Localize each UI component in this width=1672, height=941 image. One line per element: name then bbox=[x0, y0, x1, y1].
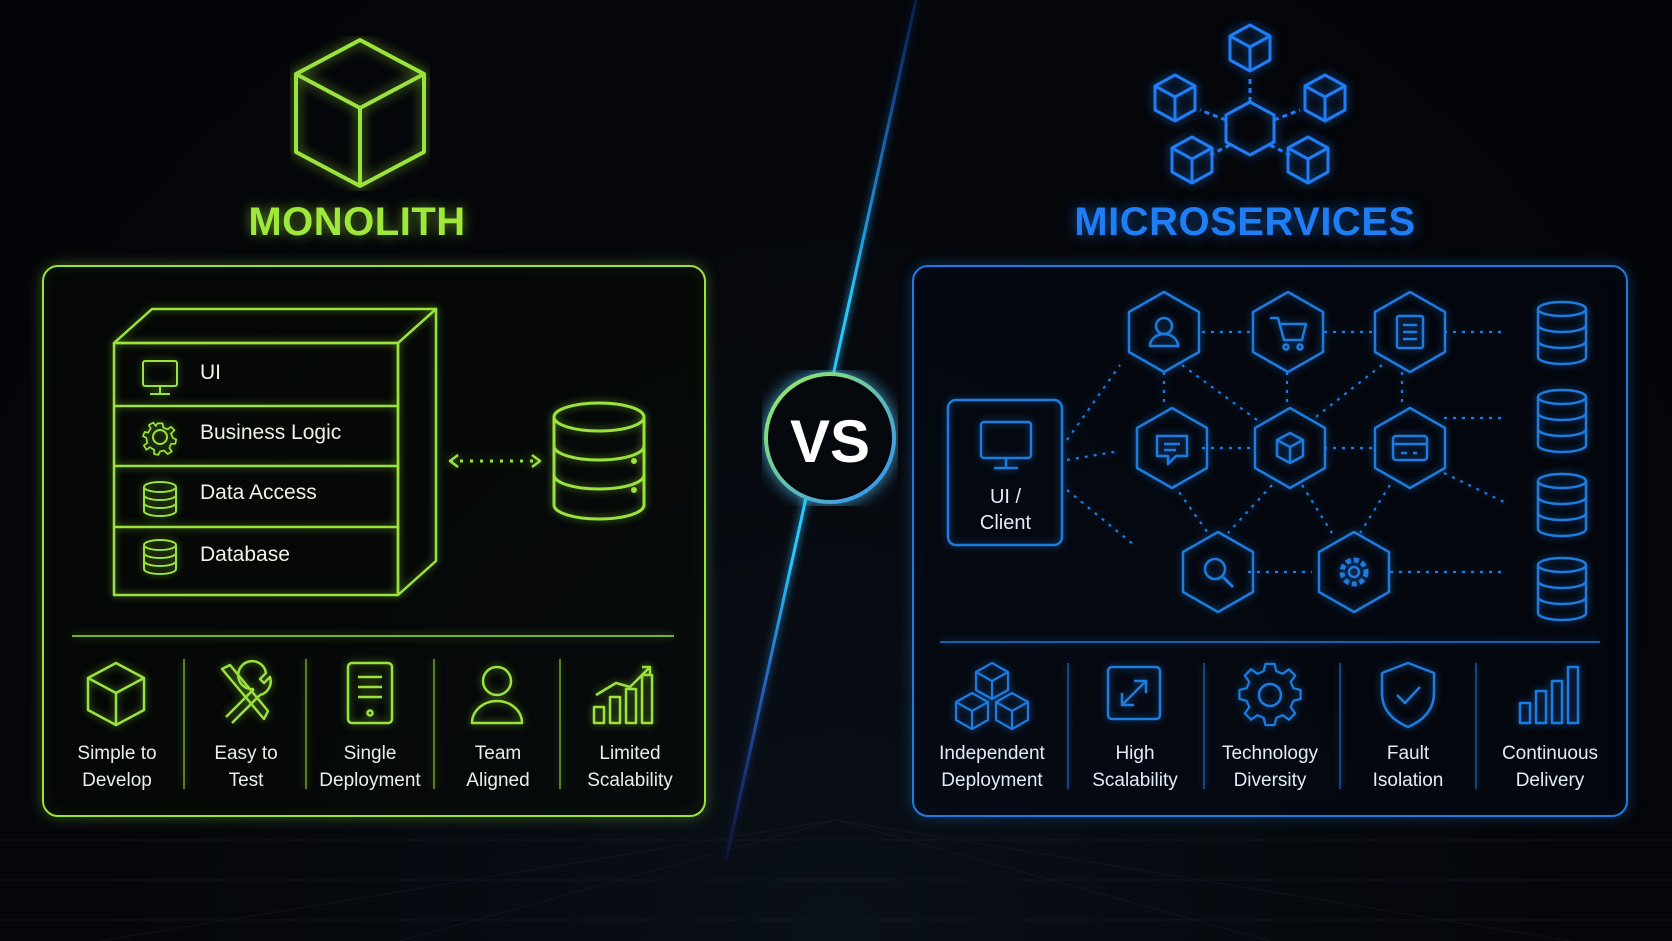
database-icon bbox=[143, 481, 177, 517]
monitor-icon bbox=[142, 360, 178, 395]
shield-check-icon bbox=[1380, 661, 1436, 729]
search-service-node bbox=[1181, 530, 1255, 614]
database-icon bbox=[1536, 556, 1588, 622]
user-service-node bbox=[1127, 290, 1201, 374]
layer-database: Database bbox=[200, 543, 290, 566]
cart-icon bbox=[1270, 316, 1308, 351]
cube-icon bbox=[1275, 431, 1305, 465]
monitor-icon bbox=[979, 420, 1033, 470]
microservices-diagram bbox=[940, 290, 1600, 789]
layer-ui: UI bbox=[200, 361, 221, 384]
cart-service-node bbox=[1251, 290, 1325, 374]
chat-service-node bbox=[1135, 406, 1209, 490]
gear-icon bbox=[1339, 557, 1369, 587]
order-service-node bbox=[1373, 290, 1447, 374]
user-icon bbox=[1148, 316, 1180, 348]
database-icon bbox=[143, 539, 177, 575]
product-service-node bbox=[1253, 406, 1327, 490]
block-side-face bbox=[396, 307, 438, 597]
gear-icon bbox=[142, 421, 178, 456]
monolith-diagram bbox=[72, 307, 674, 789]
tools-icon bbox=[220, 659, 272, 724]
large-database-icon bbox=[552, 401, 646, 521]
bar-chart-icon bbox=[592, 665, 654, 725]
cube-icon bbox=[86, 661, 146, 727]
monolith-cube-icon bbox=[294, 38, 426, 188]
card-icon bbox=[1391, 434, 1429, 462]
database-icon bbox=[1536, 300, 1588, 366]
block-front-face bbox=[112, 341, 400, 597]
search-icon bbox=[1203, 557, 1235, 589]
person-icon bbox=[470, 665, 524, 725]
service-connections bbox=[1066, 330, 1505, 574]
expand-icon bbox=[1106, 665, 1162, 721]
monolith-title: MONOLITH bbox=[248, 200, 466, 244]
document-icon bbox=[346, 661, 394, 725]
client-label: UI /Client bbox=[979, 486, 1032, 534]
vs-label: VS bbox=[789, 408, 871, 475]
layer-data-access: Data Access bbox=[200, 481, 317, 504]
layer-business-logic: Business Logic bbox=[200, 421, 342, 444]
cubes-icon bbox=[954, 661, 1030, 731]
vs-badge bbox=[764, 372, 896, 504]
database-icon bbox=[1536, 472, 1588, 538]
microservices-network-icon bbox=[1153, 23, 1347, 185]
document-icon bbox=[1395, 314, 1425, 350]
block-top-face bbox=[112, 307, 438, 345]
bar-chart-icon bbox=[1518, 665, 1580, 725]
chat-icon bbox=[1155, 434, 1189, 466]
config-service-node bbox=[1317, 530, 1391, 614]
database-icon bbox=[1536, 388, 1588, 454]
client-box bbox=[946, 398, 1064, 547]
payment-service-node bbox=[1373, 406, 1447, 490]
microservices-title: MICROSERVICES bbox=[1074, 200, 1416, 244]
gear-icon bbox=[1238, 662, 1302, 727]
